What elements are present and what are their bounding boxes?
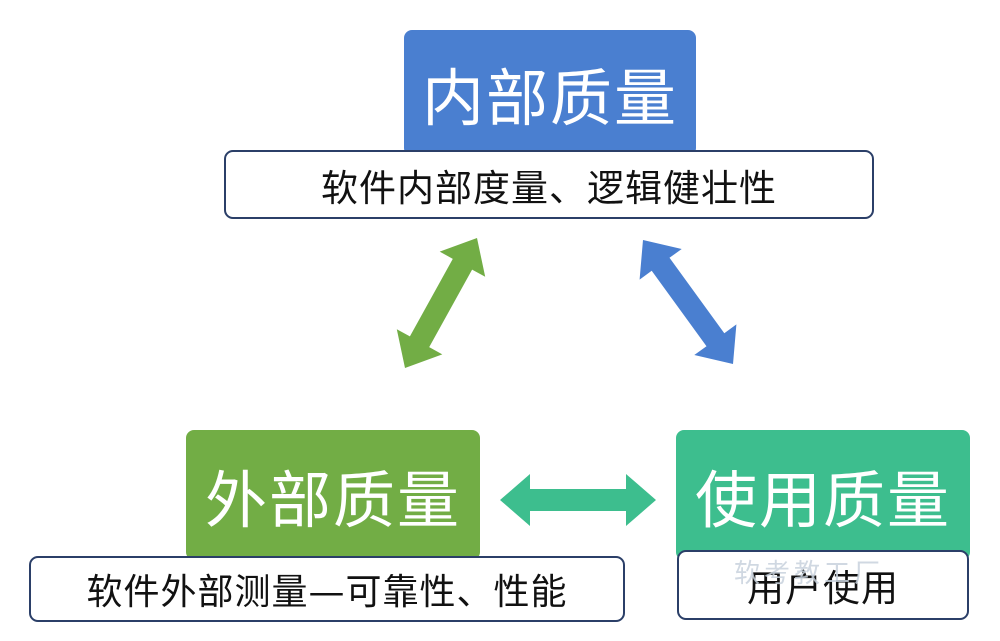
internal-quality-box: 内部质量	[404, 30, 696, 156]
external-usage-arrow	[500, 474, 656, 526]
usage-quality-box: 使用质量	[676, 430, 970, 560]
usage-quality-description: 用户使用	[677, 550, 969, 620]
internal-quality-title: 内部质量	[421, 62, 678, 135]
external-internal-arrow	[396, 238, 486, 368]
usage-quality-title: 使用质量	[694, 464, 951, 537]
internal-quality-description: 软件内部度量、逻辑健壮性	[224, 150, 874, 219]
external-quality-box: 外部质量	[186, 430, 480, 560]
external-quality-title: 外部质量	[204, 464, 461, 537]
watermark: 软考教工厂	[734, 559, 885, 589]
external-quality-description: 软件外部测量—可靠性、性能	[29, 556, 625, 622]
internal-usage-arrow	[639, 240, 737, 364]
